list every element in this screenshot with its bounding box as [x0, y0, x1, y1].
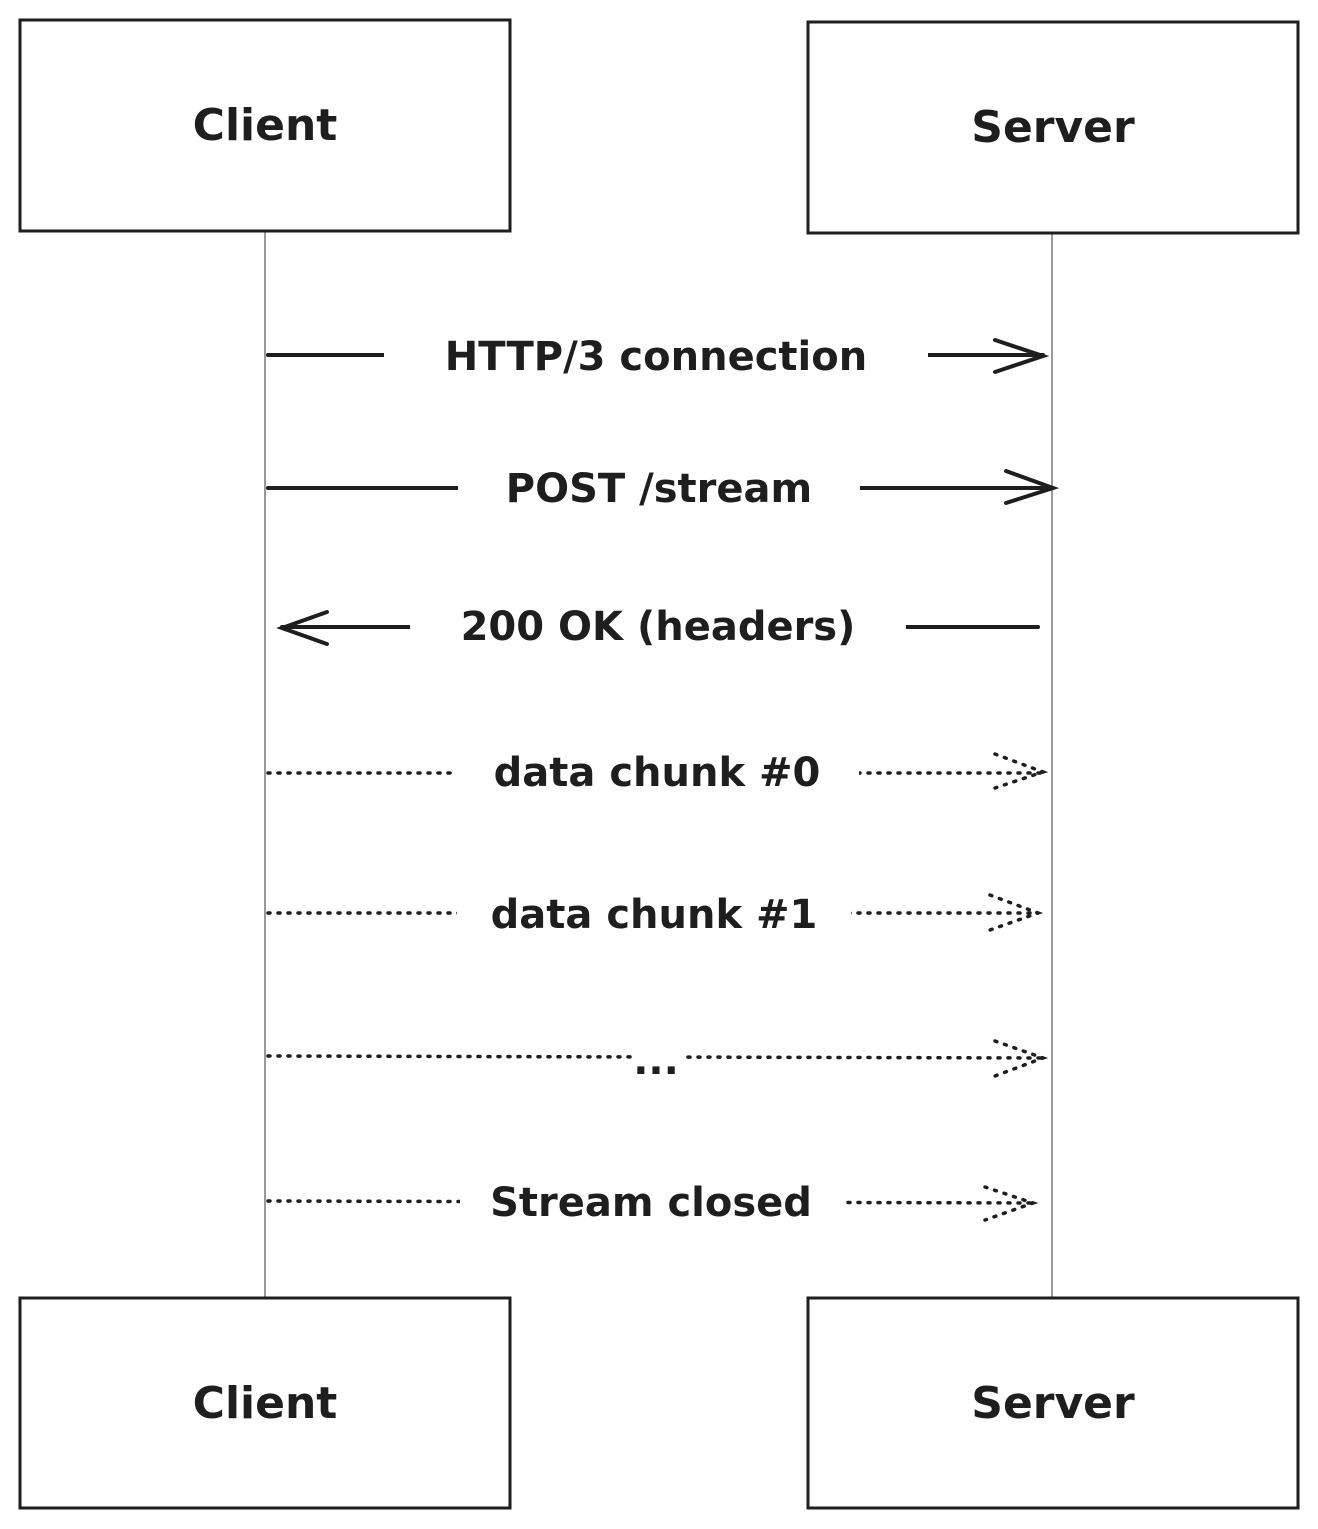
- label-background: [410, 594, 906, 654]
- arrowhead-right-icon: [993, 338, 1050, 374]
- label-background: [455, 742, 859, 800]
- arrowhead-left-icon: [276, 610, 329, 646]
- label-background: [632, 1040, 682, 1080]
- label-background: [458, 458, 860, 514]
- message-ellipsis[interactable]: ...: [266, 1038, 1049, 1084]
- message-post-stream[interactable]: POST /stream: [266, 458, 1060, 514]
- message-stream-closed[interactable]: Stream closed: [266, 1172, 1039, 1230]
- arrowhead-right-icon: [993, 752, 1049, 790]
- client-bottom-label: Client: [193, 1378, 338, 1429]
- message-label: data chunk #1: [491, 892, 818, 938]
- message-label: data chunk #0: [494, 750, 821, 796]
- message-label: 200 OK (headers): [461, 604, 856, 650]
- message-label: ...: [633, 1038, 679, 1084]
- message-label: POST /stream: [506, 466, 812, 512]
- arrowhead-right-icon: [983, 1185, 1039, 1222]
- message-http3-connection[interactable]: HTTP/3 connection: [266, 327, 1050, 381]
- message-line: [266, 1054, 1045, 1060]
- client-top-label: Client: [193, 100, 338, 151]
- server-top-label: Server: [971, 102, 1135, 153]
- label-background: [384, 327, 928, 381]
- arrowhead-right-icon: [988, 893, 1044, 932]
- server-box-bottom[interactable]: Server: [806, 1296, 1300, 1510]
- label-background: [457, 884, 851, 942]
- label-background: [460, 1172, 842, 1230]
- arrowhead-right-icon: [1004, 469, 1060, 505]
- message-label: Stream closed: [490, 1180, 812, 1226]
- client-box-bottom[interactable]: Client: [18, 1296, 512, 1510]
- message-data-chunk-1[interactable]: data chunk #1: [266, 884, 1044, 942]
- message-data-chunk-0[interactable]: data chunk #0: [266, 742, 1049, 800]
- server-bottom-label: Server: [971, 1378, 1135, 1429]
- message-label: HTTP/3 connection: [445, 334, 867, 380]
- server-box-top[interactable]: Server: [806, 20, 1300, 235]
- client-box-top[interactable]: Client: [18, 18, 512, 233]
- arrowhead-right-icon: [993, 1039, 1049, 1078]
- message-200-ok[interactable]: 200 OK (headers): [276, 594, 1040, 654]
